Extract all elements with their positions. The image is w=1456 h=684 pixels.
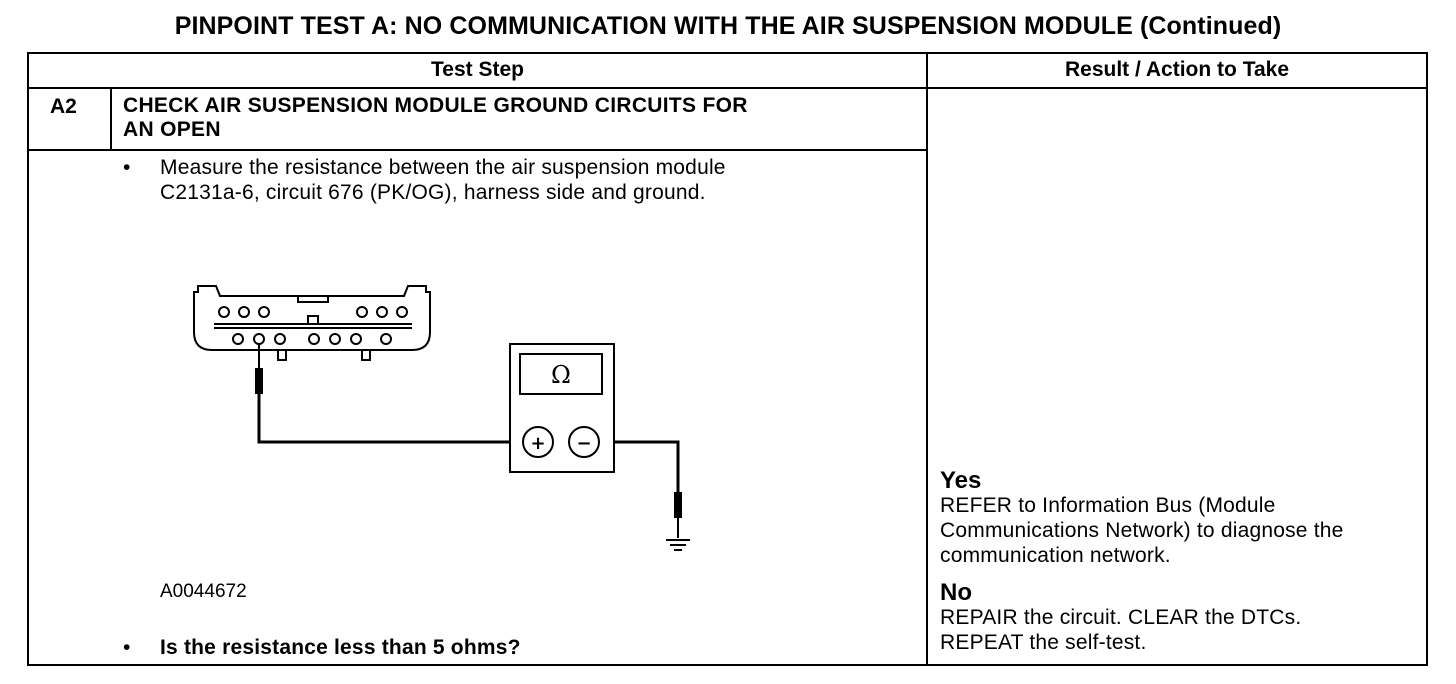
instruction-line: Measure the resistance between the air s… xyxy=(160,156,726,179)
step-heading-line: CHECK AIR SUSPENSION MODULE GROUND CIRCU… xyxy=(123,94,748,117)
result-line: REPEAT the self-test. xyxy=(940,631,1147,654)
minus-terminal-icon: − xyxy=(576,433,591,454)
figure-id: A0044672 xyxy=(160,581,247,602)
resistance-measurement-diagram: Ω + − xyxy=(193,285,690,551)
instruction-line: C2131a-6, circuit 676 (PK/OG), harness s… xyxy=(160,181,706,204)
result-no: No REPAIR the circuit. CLEAR the DTCs. R… xyxy=(940,580,1422,655)
step-id: A2 xyxy=(50,95,77,118)
result-line: REPAIR the circuit. CLEAR the DTCs. xyxy=(940,606,1302,629)
column-header-test-step: Test Step xyxy=(431,58,524,81)
bullet-icon: • xyxy=(123,156,131,179)
question-bullet: • Is the resistance less than 5 ohms? xyxy=(123,635,913,663)
pinpoint-test-table xyxy=(27,52,1428,666)
column-header-result: Result / Action to Take xyxy=(1064,58,1290,81)
result-label: Yes xyxy=(940,467,982,494)
step-heading: CHECK AIR SUSPENSION MODULE GROUND CIRCU… xyxy=(123,94,748,142)
step-id-divider xyxy=(110,87,112,150)
instruction-bullet: • Measure the resistance between the air… xyxy=(123,155,913,207)
ohm-symbol: Ω xyxy=(551,361,571,389)
page-title: PINPOINT TEST A: NO COMMUNICATION WITH T… xyxy=(174,12,1282,40)
result-yes: Yes REFER to Information Bus (Module Com… xyxy=(940,468,1422,568)
connector-c2131a-icon xyxy=(193,285,431,361)
question-text: Is the resistance less than 5 ohms? xyxy=(160,636,521,659)
result-line: REFER to Information Bus (Module xyxy=(940,494,1276,517)
plus-terminal-icon: + xyxy=(530,433,545,454)
result-line: Communications Network) to diagnose the xyxy=(940,519,1344,542)
result-label: No xyxy=(940,579,972,606)
test-lead-positive xyxy=(255,344,510,444)
instruction-text: Measure the resistance between the air s… xyxy=(160,155,726,205)
multimeter-icon: Ω + − xyxy=(509,343,615,473)
bullet-icon: • xyxy=(123,636,131,659)
column-divider xyxy=(926,52,928,666)
result-line: communication network. xyxy=(940,544,1171,567)
step-heading-line: AN OPEN xyxy=(123,118,221,141)
header-rule xyxy=(27,87,1428,89)
heading-rule xyxy=(27,149,928,151)
test-lead-negative xyxy=(614,440,682,538)
ground-symbol-icon xyxy=(666,539,690,551)
